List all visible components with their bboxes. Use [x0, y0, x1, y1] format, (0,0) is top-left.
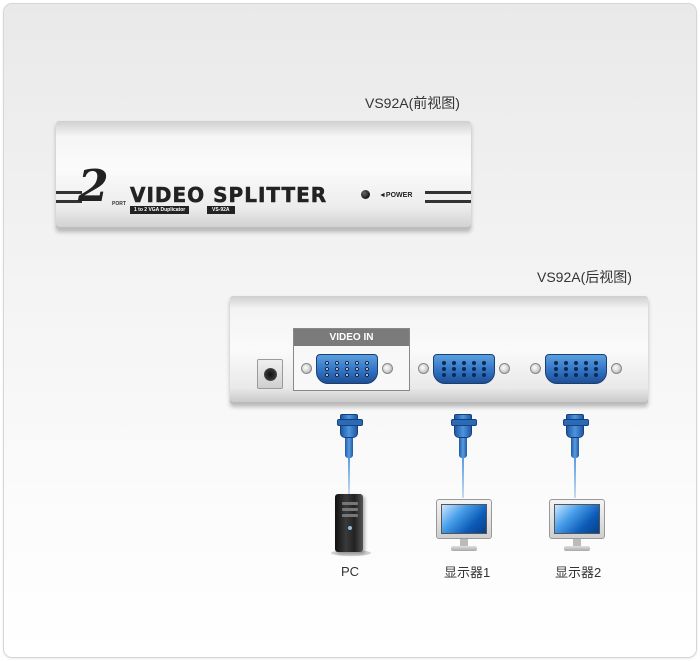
decor-stripes-right — [425, 191, 471, 203]
screw-icon — [530, 363, 541, 374]
vga-plug-icon — [451, 414, 477, 458]
rear-view-caption: VS92A(后视图) — [537, 269, 632, 285]
screw-icon — [301, 363, 312, 374]
vga-port-icon — [418, 354, 510, 384]
product-name: VIDEO SPLITTER — [130, 183, 328, 208]
power-led-icon — [361, 190, 370, 199]
vga-port-body — [433, 354, 495, 384]
front-panel: 2 PORT VIDEO SPLITTER 1 to 2 VGA Duplica… — [56, 121, 471, 229]
screw-icon — [499, 363, 510, 374]
vga-port-body — [545, 354, 607, 384]
dc-power-jack-icon — [257, 359, 283, 389]
screw-icon — [418, 363, 429, 374]
pc-tower-icon — [331, 494, 371, 556]
dc-jack-hole — [264, 368, 277, 381]
screw-icon — [382, 363, 393, 374]
cable-line — [348, 458, 350, 494]
decor-stripes-left — [56, 191, 82, 203]
monitor-icon — [436, 499, 492, 555]
port-count-digit: 2 — [78, 161, 109, 212]
product-subtitle: 1 to 2 VGA Duplicator — [130, 206, 190, 214]
cable-line — [462, 458, 464, 498]
vga-plug-icon — [337, 414, 363, 458]
vga-port-body — [316, 354, 378, 384]
diagram-frame: VS92A(前视图) 2 PORT VIDEO SPLITTER 1 to 2 … — [3, 3, 697, 658]
monitor1-label: 显示器1 — [444, 565, 491, 580]
monitor-icon — [549, 499, 605, 555]
power-label: ◄POWER — [379, 192, 413, 199]
monitor2-label: 显示器2 — [555, 565, 602, 580]
pc-label: PC — [341, 564, 360, 579]
vga-plug-icon — [563, 414, 589, 458]
screw-icon — [611, 363, 622, 374]
rear-panel: VIDEO IN — [230, 296, 648, 404]
front-view-caption: VS92A(前视图) — [365, 95, 460, 111]
vga-port-icon — [530, 354, 622, 384]
vga-port-icon — [301, 354, 393, 384]
video-in-label: VIDEO IN — [294, 329, 409, 346]
model-badge: VS-92A — [207, 206, 235, 214]
port-word: PORT — [112, 201, 126, 207]
cable-line — [574, 458, 576, 498]
